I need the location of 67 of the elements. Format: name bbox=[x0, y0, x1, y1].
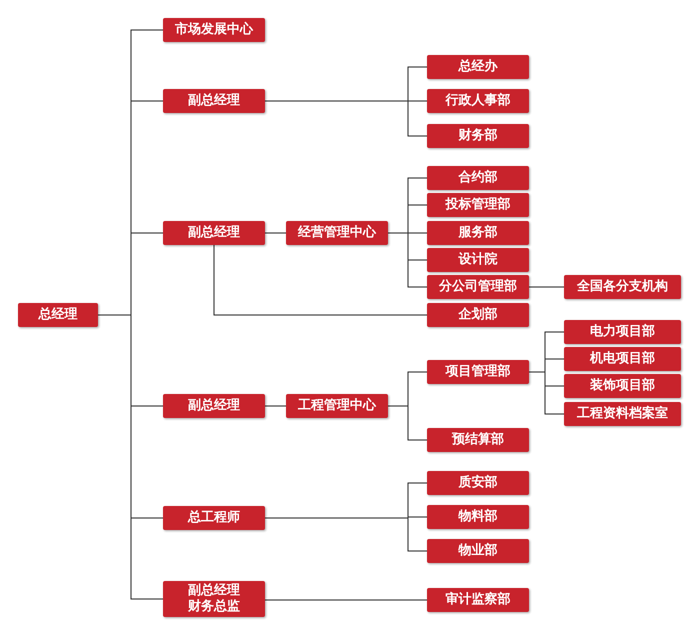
box-label: 行政人事部 bbox=[446, 93, 510, 109]
box-label: 总经理 bbox=[38, 307, 78, 323]
org-box bbox=[427, 89, 529, 113]
box-label: 预结算部 bbox=[452, 432, 504, 448]
org-box bbox=[427, 166, 529, 190]
org-box bbox=[427, 303, 529, 327]
connector-line bbox=[528, 286, 564, 288]
box-label: 服务部 bbox=[458, 225, 498, 241]
box-label: 总经办 bbox=[458, 59, 498, 75]
box-label: 副总经理 bbox=[188, 225, 240, 241]
org-box bbox=[163, 581, 265, 617]
org-box bbox=[427, 221, 529, 245]
org-box bbox=[564, 347, 681, 371]
box-label: 投标管理部 bbox=[446, 197, 510, 213]
box-label: 装饰项目部 bbox=[590, 378, 655, 394]
box-label: 工程资料档案室 bbox=[577, 406, 668, 422]
connector-line bbox=[264, 100, 428, 136]
org-box bbox=[427, 248, 529, 272]
org-box bbox=[163, 89, 265, 113]
box-label: 市场发展中心 bbox=[175, 22, 253, 38]
org-box bbox=[427, 588, 529, 612]
box-label: 质安部 bbox=[458, 475, 498, 491]
connector-line bbox=[264, 232, 286, 234]
box-label: 副总经理 bbox=[188, 93, 240, 109]
box-label: 设计院 bbox=[458, 252, 498, 268]
connector-line bbox=[388, 232, 428, 288]
connector-line bbox=[388, 406, 428, 440]
org-box bbox=[163, 394, 265, 418]
org-box bbox=[163, 221, 265, 245]
org-box bbox=[564, 320, 681, 344]
box-label: 经营管理中心 bbox=[298, 225, 376, 241]
box-label: 工程管理中心 bbox=[298, 398, 376, 414]
org-box bbox=[564, 374, 681, 398]
box-label: 总工程师 bbox=[188, 510, 240, 526]
box-label: 电力项目部 bbox=[590, 324, 655, 340]
connector-line bbox=[264, 518, 428, 552]
org-box bbox=[286, 221, 388, 245]
box-label: 企划部 bbox=[458, 307, 498, 323]
org-box bbox=[286, 394, 388, 418]
org-box bbox=[427, 193, 529, 217]
box-label: 审计监察部 bbox=[446, 592, 510, 608]
org-box bbox=[427, 360, 529, 384]
box-label: 合约部 bbox=[458, 170, 498, 186]
box-label: 副总经理 bbox=[188, 583, 240, 599]
org-box bbox=[564, 275, 681, 299]
connector-line bbox=[528, 372, 564, 414]
org-box bbox=[427, 124, 529, 148]
connector-line bbox=[214, 244, 428, 316]
org-box bbox=[163, 18, 265, 42]
box-label: 财务总监 bbox=[188, 599, 240, 615]
org-box bbox=[18, 303, 98, 327]
org-box bbox=[564, 402, 681, 426]
org-box bbox=[427, 505, 529, 529]
box-label: 机电项目部 bbox=[590, 351, 655, 367]
org-box bbox=[427, 428, 529, 452]
org-box bbox=[163, 506, 265, 530]
box-label: 物业部 bbox=[458, 543, 498, 559]
box-label: 分公司管理部 bbox=[439, 279, 517, 295]
org-box bbox=[427, 275, 529, 299]
org-box bbox=[427, 55, 529, 79]
box-label: 副总经理 bbox=[188, 398, 240, 414]
box-label: 全国各分支机构 bbox=[577, 279, 668, 295]
box-label: 物料部 bbox=[458, 509, 498, 525]
org-box bbox=[427, 471, 529, 495]
box-label: 财务部 bbox=[458, 128, 498, 144]
org-box bbox=[427, 539, 529, 563]
box-label: 项目管理部 bbox=[446, 364, 510, 380]
